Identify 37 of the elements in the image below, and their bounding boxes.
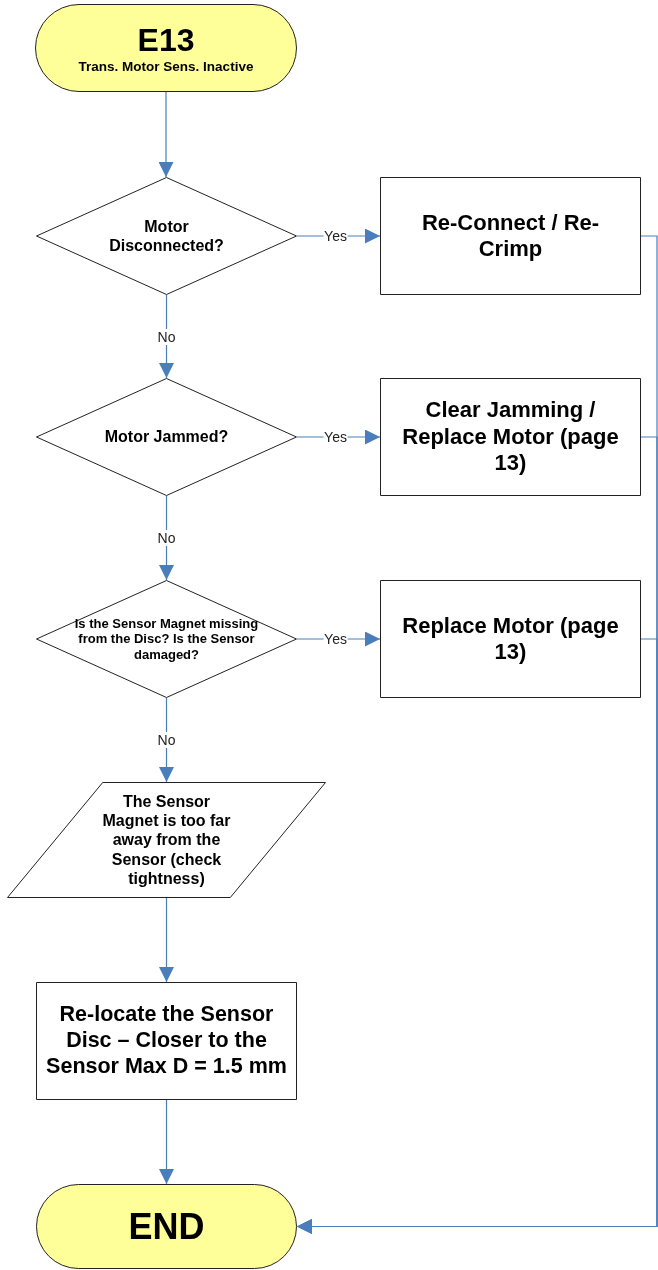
arrow [158,91,174,178]
end-terminator [36,1184,297,1269]
edge-label: No [156,732,177,748]
start-terminator [35,4,297,92]
node-title: Motor Jammed? [104,427,229,447]
arrow [296,429,381,445]
node-title: END [128,1204,205,1249]
process-box [380,378,641,496]
decision-diamond [36,177,297,295]
edge-label: Yes [323,429,348,445]
edge-label: No [156,328,177,345]
node-subtitle: Trans. Motor Sens. Inactive [78,59,254,76]
arrow [159,1099,174,1185]
edge-label: Yes [323,631,348,647]
arrow [296,631,381,647]
decision-diamond [36,580,297,698]
arrow [159,697,174,783]
process-box [380,177,641,295]
process-box [380,580,641,698]
edge-label: Yes [323,228,348,244]
edge-label: No [156,530,177,546]
data-parallelogram [7,782,326,898]
node-title: Replace Motor (page 13) [401,612,620,666]
arrow [159,294,174,379]
arrow [296,638,658,1234]
node-title: E13 [137,20,195,60]
arrow [159,495,174,581]
node-title: Clear Jamming / Replace Motor (page 13) [401,397,620,477]
arrow [159,897,174,983]
node-title: Re-Connect / Re-Crimp [420,209,601,263]
node-title: The Sensor Magnet is too far away from the Sensor (check tightness) [101,792,232,888]
node-title: Is the Sensor Magnet missing from the Disc? Is the Sensor damaged? [73,615,260,663]
arrow [296,228,381,244]
decision-diamond [36,378,297,496]
node-title: Re-locate the Sensor Disc – Closer to the Sensor Max D = 1.5 mm [45,1002,288,1080]
process-box [36,982,297,1100]
node-title: Motor Disconnected? [108,216,225,256]
